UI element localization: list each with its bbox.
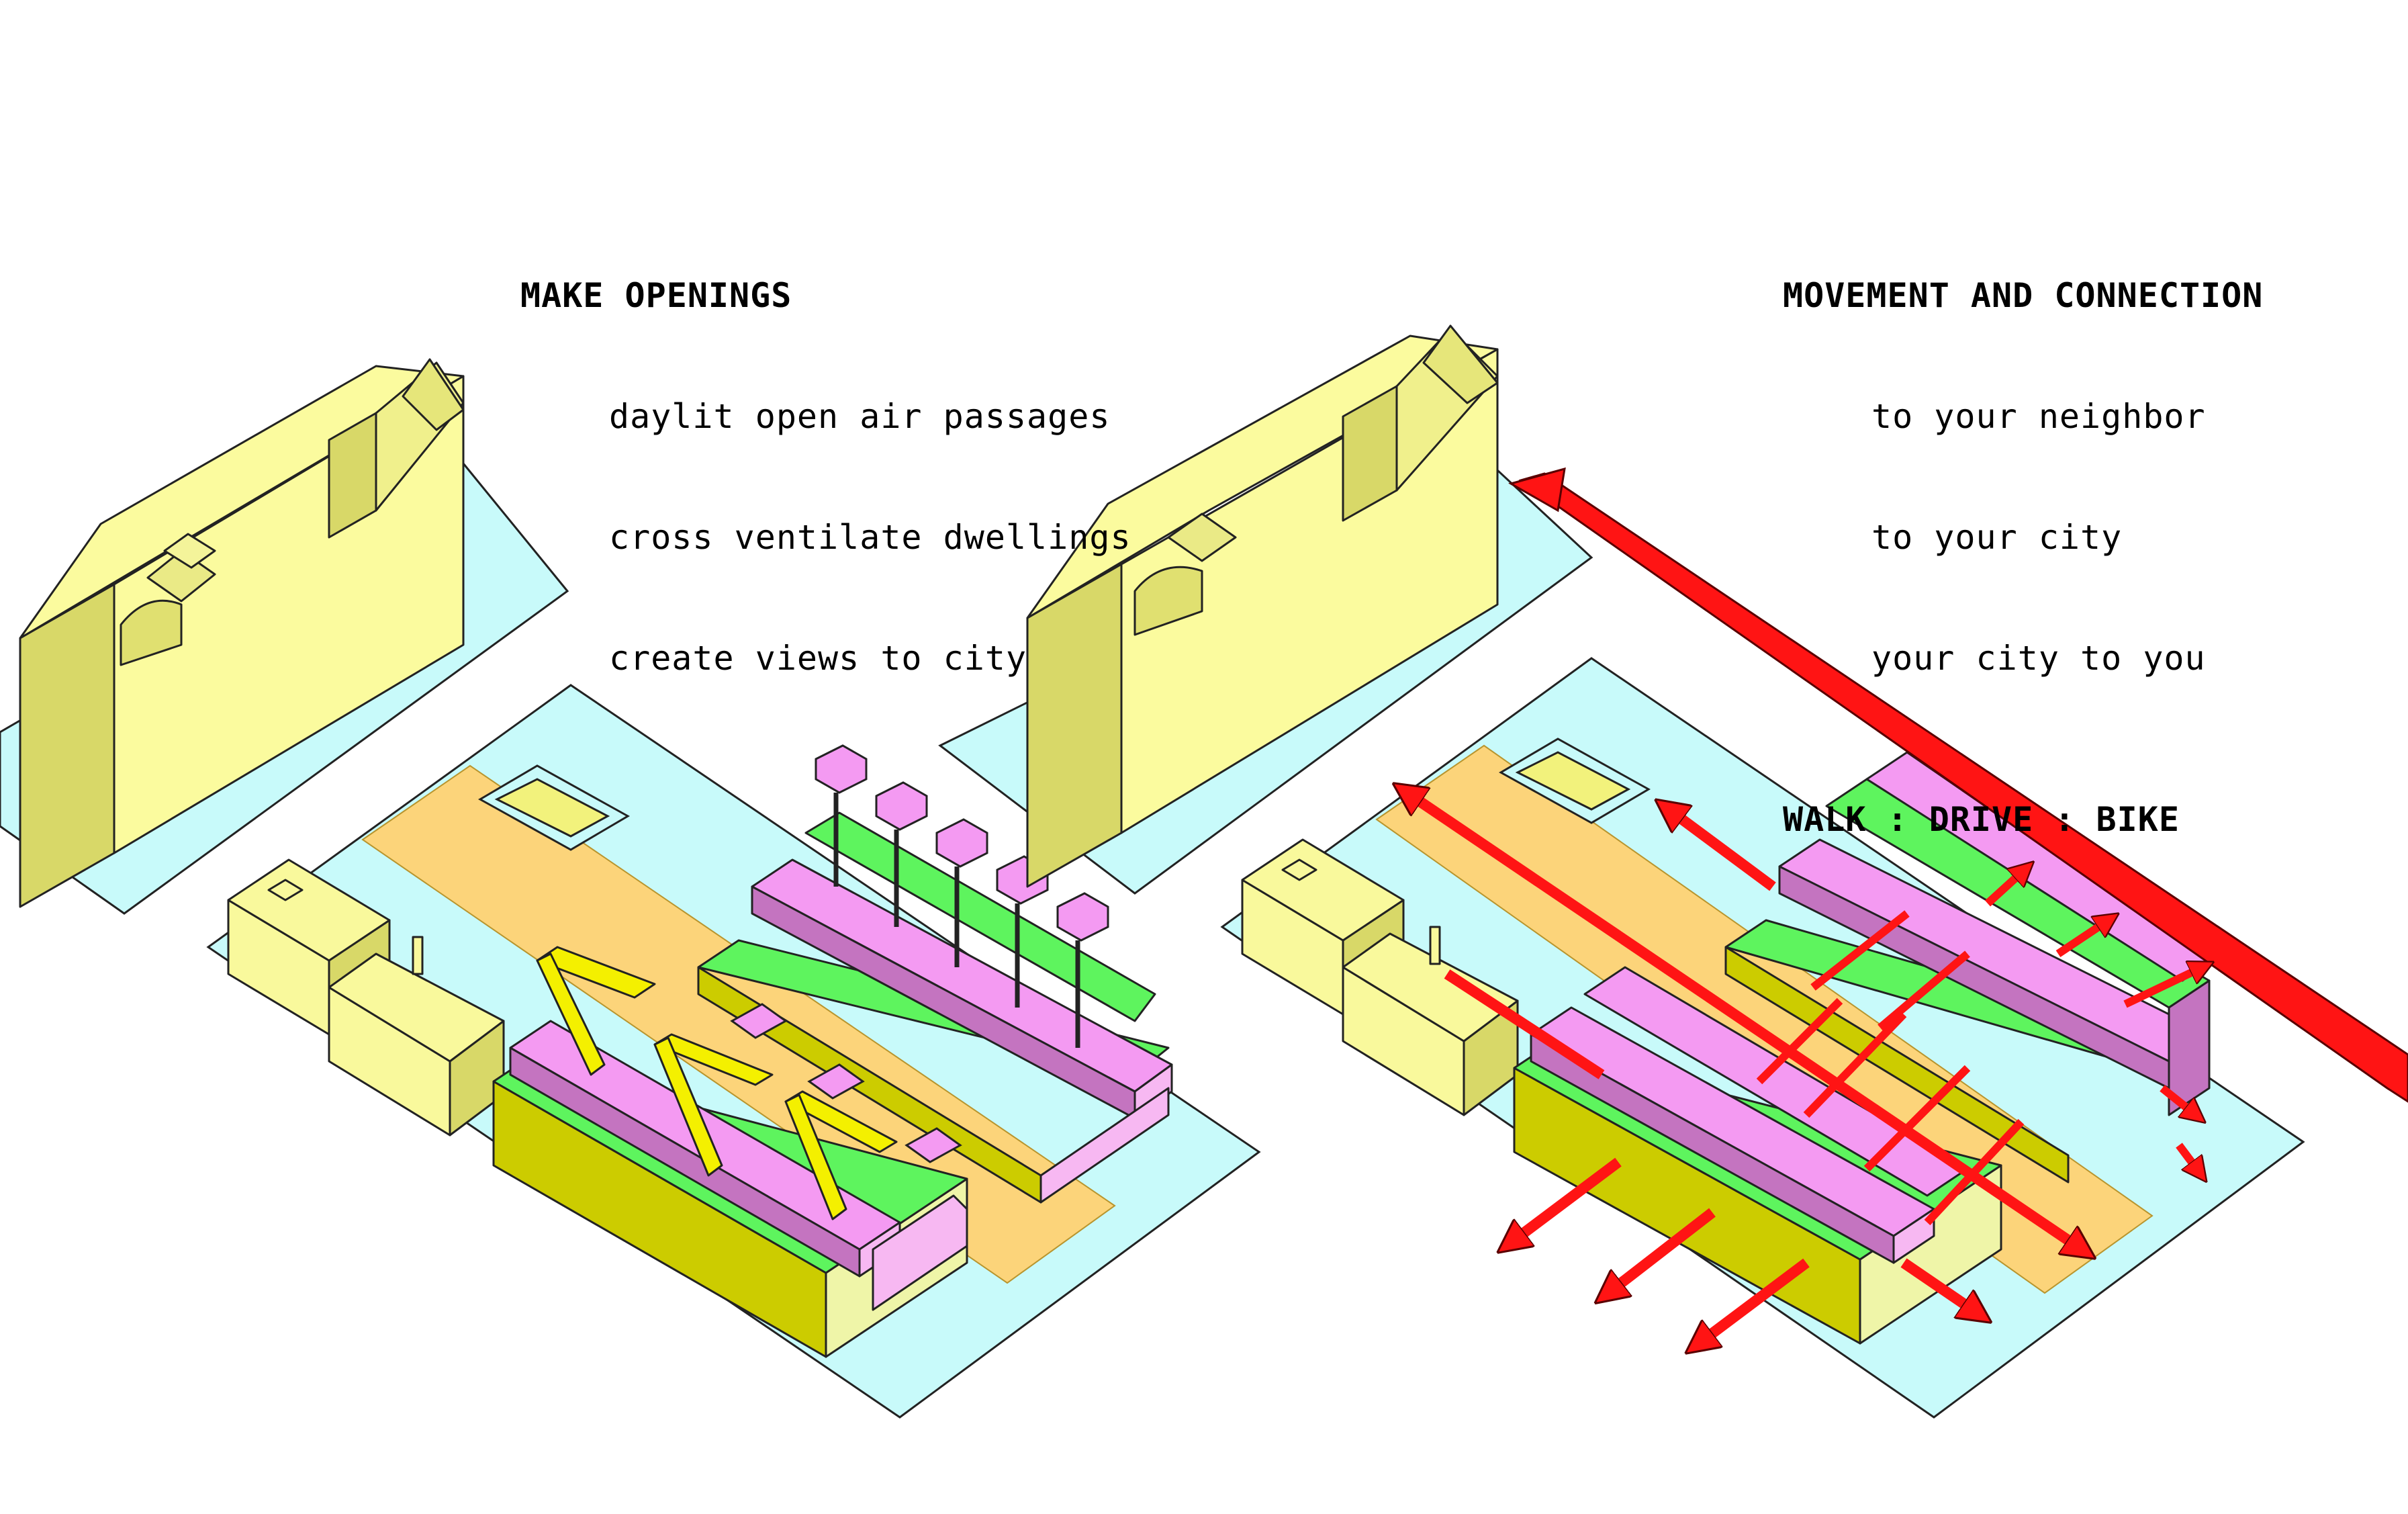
light-well-icon bbox=[477, 764, 631, 851]
right-caption-line-1: to your neighbor bbox=[1871, 397, 2206, 436]
movement-arrows bbox=[1407, 793, 2203, 1343]
right-caption-line-2: to your city bbox=[1871, 518, 2123, 557]
left-upper-block bbox=[697, 811, 1173, 1204]
right-caption: MOVEMENT AND CONNECTION to your neighbor… bbox=[1783, 195, 2263, 880]
right-caption-heading: MOVEMENT AND CONNECTION bbox=[1783, 276, 2264, 315]
left-caption: MAKE OPENINGS daylit open air passages c… bbox=[520, 195, 1131, 719]
left-pink-boxes bbox=[730, 1003, 962, 1163]
left-diagram bbox=[0, 358, 1261, 1419]
right-existing-building bbox=[1026, 324, 1499, 888]
left-caption-line-2: cross ventilate dwellings bbox=[609, 518, 1131, 557]
left-caption-line-3: create views to city bbox=[609, 639, 1027, 678]
stair-icon bbox=[536, 946, 898, 1220]
right-caption-modes: WALK : DRIVE : BIKE bbox=[1783, 800, 2180, 839]
left-neighbor-building bbox=[227, 858, 505, 1137]
left-caption-line-1: daylit open air passages bbox=[609, 397, 1111, 436]
left-existing-building bbox=[19, 358, 465, 908]
left-caption-heading: MAKE OPENINGS bbox=[520, 276, 792, 315]
right-diagram bbox=[938, 324, 2408, 1419]
skylight-icon bbox=[815, 744, 1109, 1048]
right-caption-line-3: your city to you bbox=[1871, 639, 2206, 678]
